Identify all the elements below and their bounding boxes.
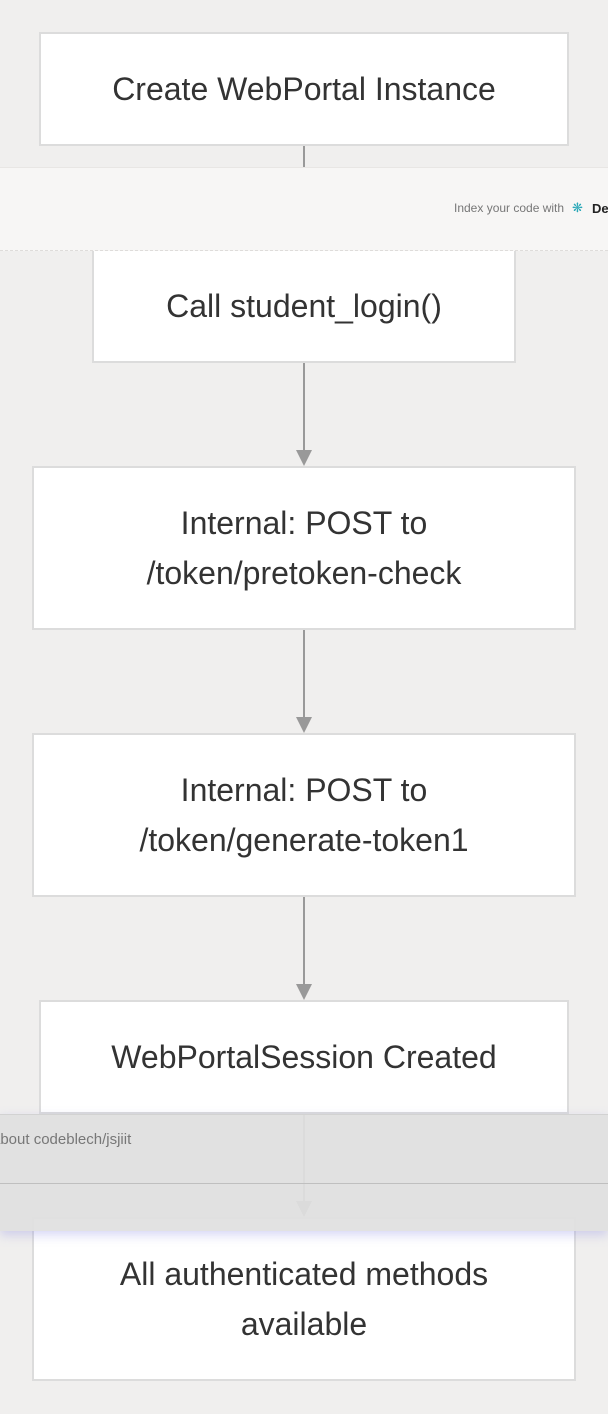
node-label-line: Create WebPortal Instance — [112, 71, 496, 107]
index-banner-text: Index your code with — [454, 201, 565, 215]
node-create-instance: Create WebPortal Instance — [39, 32, 569, 146]
node-label-line: WebPortalSession Created — [111, 1039, 497, 1075]
arrowhead-icon — [296, 717, 312, 733]
ask-panel-text: about codeblech/jsjiit — [0, 1131, 132, 1148]
node-label-line: available — [240, 1306, 368, 1342]
index-code-banner[interactable]: Index your code with ❋ De — [0, 167, 608, 251]
edge-login-to-pretoken — [303, 363, 305, 451]
node-student-login: Call student_login() — [92, 249, 516, 363]
node-label-line: Internal: POST to — [180, 772, 428, 808]
node-label-line: /token/pretoken-check — [146, 555, 462, 591]
node-label-line: Internal: POST to — [180, 505, 428, 541]
devin-logo-icon: ❋ — [572, 200, 583, 215]
edge-generate-to-session — [303, 897, 305, 985]
node-methods-available: All authenticated methods available — [32, 1217, 576, 1381]
ask-panel[interactable]: about codeblech/jsjiit — [0, 1114, 608, 1231]
node-session-created: WebPortalSession Created — [39, 1000, 569, 1114]
node-label-line: /token/generate-token1 — [139, 822, 469, 858]
ask-panel-divider — [0, 1183, 608, 1184]
node-label-line: Call student_login() — [166, 288, 442, 324]
node-pretoken-check: Internal: POST to /token/pretoken-check — [32, 466, 576, 630]
node-label-line: All authenticated methods — [119, 1256, 489, 1292]
edge-pretoken-to-generate — [303, 630, 305, 718]
index-banner-brand[interactable]: De — [592, 201, 608, 216]
node-generate-token: Internal: POST to /token/generate-token1 — [32, 733, 576, 897]
arrowhead-icon — [296, 450, 312, 466]
arrowhead-icon — [296, 984, 312, 1000]
